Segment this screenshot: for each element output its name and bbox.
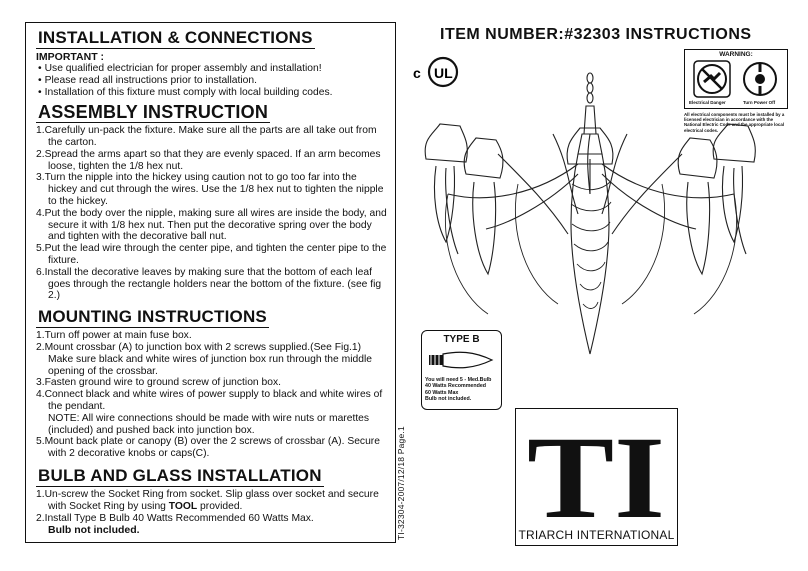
list-item: 1.Turn off power at main fuse box. xyxy=(36,330,192,342)
tool-emphasis: TOOL xyxy=(168,500,198,512)
type-b-line: 40 Watts Recommended xyxy=(425,383,487,390)
list-item: 4.Put the body over the nipple, making s… xyxy=(36,207,387,243)
ul-circle xyxy=(427,56,459,88)
brand-name: TRIARCH INTERNATIONAL xyxy=(518,528,675,542)
type-b-line: You will need 5 - Med.Bulb xyxy=(425,377,492,383)
ul-mark: UL xyxy=(434,65,453,81)
electrical-danger-caption: Electrical Danger xyxy=(689,100,726,105)
chandelier-illustration xyxy=(424,72,756,355)
ti-logo-letters: TI xyxy=(527,417,665,527)
type-b-line: Bulb not included. xyxy=(425,396,472,403)
ti-logo-icon: TI xyxy=(527,417,665,527)
leaf-group xyxy=(497,133,683,235)
bulb-step-1-text: 1.Un-screw the Socket Ring from socket. … xyxy=(36,489,379,512)
glass-shade-center xyxy=(566,127,614,165)
chain-icon xyxy=(586,72,594,104)
assembly-steps: 1.Carefully un-pack the fixture. Make su… xyxy=(36,125,387,302)
glass-shade-left-inner xyxy=(463,137,504,276)
type-b-line: 60 Watts Max xyxy=(425,389,459,396)
bulb-step-1-suffix: provided. xyxy=(197,500,243,512)
list-item: 1.Carefully un-pack the fixture. Make su… xyxy=(36,125,377,149)
list-item: Installation of this fixture must comply… xyxy=(36,87,387,99)
list-item: 4.Connect black and white wires of power… xyxy=(36,389,383,413)
warning-box: WARNING: Electrical Danger Turn Power Of… xyxy=(684,49,788,109)
cul-listed-icon: c UL xyxy=(413,56,459,88)
glass-shade-right-outer xyxy=(712,123,756,255)
list-item: 2.Mount crossbar (A) to junction box wit… xyxy=(36,342,372,377)
warning-title: WARNING: xyxy=(719,51,753,58)
type-b-details: You will need 5 - Med.Bulb 40 Watts Reco… xyxy=(425,377,491,403)
c-mark: c xyxy=(413,65,421,81)
mounting-step-5: 5.Mount back plate or canopy (B) over th… xyxy=(36,436,387,460)
list-item: 3.Turn the nipple into the hickey using … xyxy=(36,172,384,208)
mounting-note: NOTE: All wire connections should be mad… xyxy=(48,412,370,436)
list-item: 5.Put the lead wire through the center p… xyxy=(36,243,387,267)
bulb-not-included: Bulb not included. xyxy=(48,524,140,537)
type-b-bulb-box: TYPE B You will need 5 - Med.Bulb 40 Wat… xyxy=(421,330,502,410)
instructions-panel: INSTALLATION & CONNECTIONS IMPORTANT : U… xyxy=(25,22,396,543)
document-code: TI-32304-2007/12/18 Page.1 xyxy=(396,426,406,540)
assembly-heading: ASSEMBLY INSTRUCTION xyxy=(36,102,271,124)
installation-heading: INSTALLATION & CONNECTIONS xyxy=(36,28,315,49)
mounting-steps: 1.Turn off power at main fuse box. 2.Mou… xyxy=(36,330,387,413)
mounting-heading: MOUNTING INSTRUCTIONS xyxy=(36,307,269,329)
electrical-danger-icon xyxy=(693,60,731,98)
list-item: 2.Install Type B Bulb 40 Watts Recommend… xyxy=(36,512,314,524)
list-item: 2.Spread the arms apart so that they are… xyxy=(36,148,381,172)
list-item: 6.Install the decorative leaves by makin… xyxy=(36,266,382,302)
bulb-steps: 1.Un-screw the Socket Ring from socket. … xyxy=(36,489,387,524)
turn-power-off-icon xyxy=(743,62,777,96)
bulb-icon xyxy=(429,351,494,369)
list-item: 5.Mount back plate or canopy (B) over th… xyxy=(36,436,380,460)
list-item: 1.Un-screw the Socket Ring from socket. … xyxy=(36,489,387,513)
item-title: ITEM NUMBER:#32303 INSTRUCTIONS xyxy=(440,26,752,43)
glass-shade-left-outer xyxy=(424,123,468,255)
glass-shade-right-inner xyxy=(677,137,718,276)
brand-logo-box: TI TRIARCH INTERNATIONAL xyxy=(515,408,678,546)
list-item: Use qualified electrician for proper ass… xyxy=(36,63,387,75)
important-label: IMPORTANT : xyxy=(36,51,105,63)
bulb-heading: BULB AND GLASS INSTALLATION xyxy=(36,466,324,487)
list-item: Please read all instructions prior to in… xyxy=(36,75,387,87)
turn-power-off-caption: Turn Power Off xyxy=(743,100,776,105)
type-b-title: TYPE B xyxy=(443,334,480,345)
important-list: Use qualified electrician for proper ass… xyxy=(36,63,387,99)
list-item: 3.Fasten ground wire to ground screw of … xyxy=(36,377,281,389)
